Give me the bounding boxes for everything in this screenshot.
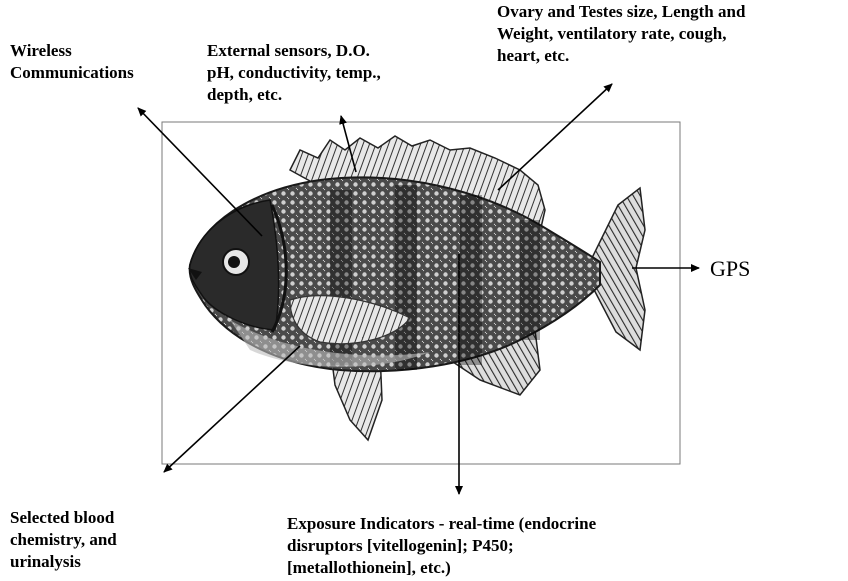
arrow-ovary [498, 84, 612, 190]
label-blood-chemistry: Selected blood chemistry, and urinalysis [10, 507, 117, 573]
label-exposure-indicators: Exposure Indicators - real-time (endocri… [287, 513, 596, 579]
fish-pupil [228, 256, 240, 268]
fish-illustration [188, 136, 645, 440]
arrow-wireless [138, 108, 262, 236]
label-gps: GPS [710, 256, 750, 282]
label-ovary-testes: Ovary and Testes size, Length and Weight… [497, 1, 745, 67]
label-external-sensors: External sensors, D.O. pH, conductivity,… [207, 40, 381, 106]
arrow-blood [164, 346, 300, 472]
label-wireless-communications: Wireless Communications [10, 40, 134, 84]
